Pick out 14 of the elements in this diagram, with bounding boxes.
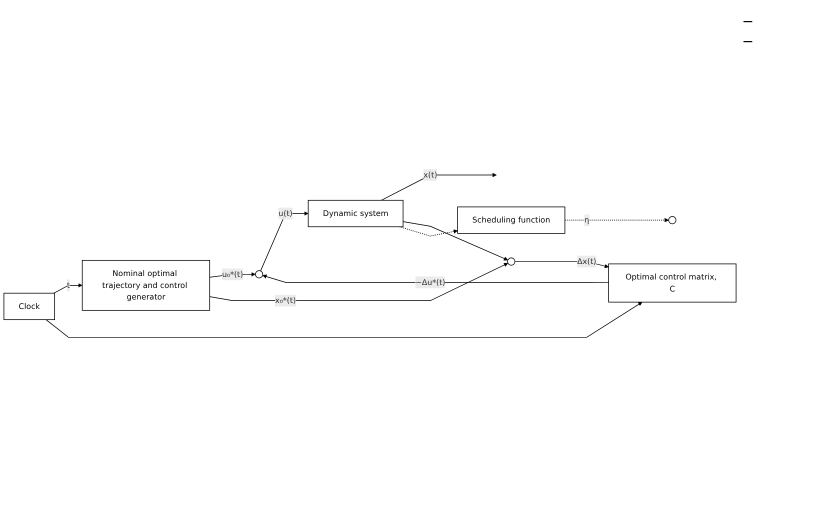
arrow <box>380 172 497 201</box>
node-circle <box>668 216 676 224</box>
node-circle <box>507 258 516 266</box>
arrow <box>260 211 308 272</box>
node-circle <box>255 270 264 278</box>
minus-sign: − <box>742 34 755 50</box>
arrow <box>54 283 82 294</box>
minus-sign: − <box>742 14 755 30</box>
arrow <box>402 221 508 261</box>
arrow <box>514 261 609 268</box>
arrow <box>262 274 609 283</box>
arrow <box>46 302 642 338</box>
arrow <box>564 218 669 222</box>
arrow <box>399 226 458 236</box>
